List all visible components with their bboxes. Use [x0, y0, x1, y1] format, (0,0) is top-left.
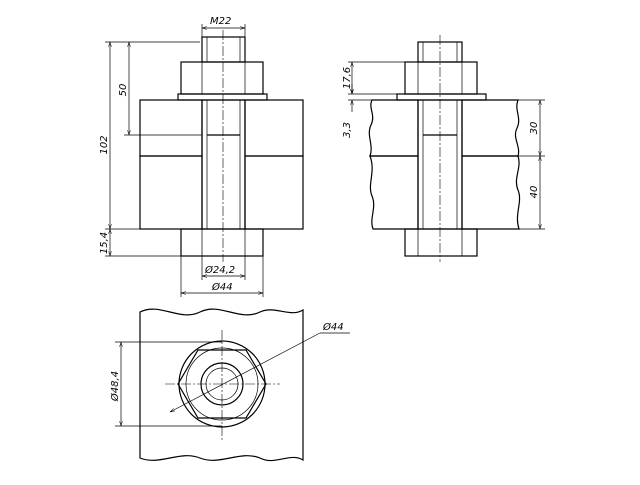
dim-thread: M22: [201, 16, 246, 37]
left-bolt-head: [180, 228, 264, 257]
dim-right-plate-bottom: 40: [519, 156, 545, 230]
right-upper-plate-left: [368, 99, 419, 157]
right-lower-plate-left: [369, 155, 419, 230]
dim-right-nut: 17,6: [342, 61, 405, 95]
left-upper-plate-left: [139, 99, 203, 157]
right-bolt-head: [404, 228, 478, 257]
dim-circle-diameter: Ø44: [170, 321, 350, 412]
left-lower-plate-right: [244, 155, 304, 230]
label-nut-height: 15,4: [99, 232, 110, 254]
dim-washer: 3,3: [342, 84, 372, 138]
left-top-nut: [180, 61, 264, 95]
label-right-nut: 17,6: [342, 67, 353, 89]
left-washer: [177, 93, 268, 101]
label-right-plate-top: 30: [529, 122, 540, 135]
label-plate-top: 50: [118, 84, 129, 97]
left-upper-plate-right: [244, 99, 304, 157]
left-bolt-shank: [201, 99, 246, 230]
label-head-width: Ø44: [211, 281, 233, 293]
dim-across-corners: Ø48,4: [109, 341, 222, 427]
label-right-plate-bottom: 40: [529, 186, 540, 199]
dim-right-plate-top: 30: [518, 99, 545, 157]
dim-nut-height: 15,4: [99, 229, 181, 257]
dim-head-width: Ø44: [180, 256, 264, 297]
right-upper-plate-right: [461, 99, 520, 157]
plan-plate-outline: [139, 308, 304, 462]
right-lower-plate-right: [461, 155, 521, 230]
dim-bolt-length: 102: [99, 41, 200, 230]
label-circle-diameter: Ø44: [322, 321, 344, 333]
label-hole-diameter: Ø24,2: [204, 264, 235, 276]
plan-view: Ø48,4 Ø44: [109, 308, 350, 462]
label-bolt-length: 102: [99, 135, 110, 154]
left-bolt-end: [201, 36, 246, 63]
label-thread: M22: [210, 16, 231, 27]
right-section-view: 17,6 3,3 30 40: [342, 35, 545, 262]
dim-hole-diameter: Ø24,2: [201, 256, 246, 280]
label-across-corners: Ø48,4: [109, 371, 121, 402]
left-lower-plate-left: [139, 155, 203, 230]
right-washer: [396, 93, 487, 101]
left-section-view: M22 102 50 15,4 Ø24,2: [99, 16, 304, 297]
right-top-nut: [404, 61, 478, 95]
dim-plate-top: 50: [118, 42, 202, 136]
label-washer: 3,3: [342, 122, 353, 138]
